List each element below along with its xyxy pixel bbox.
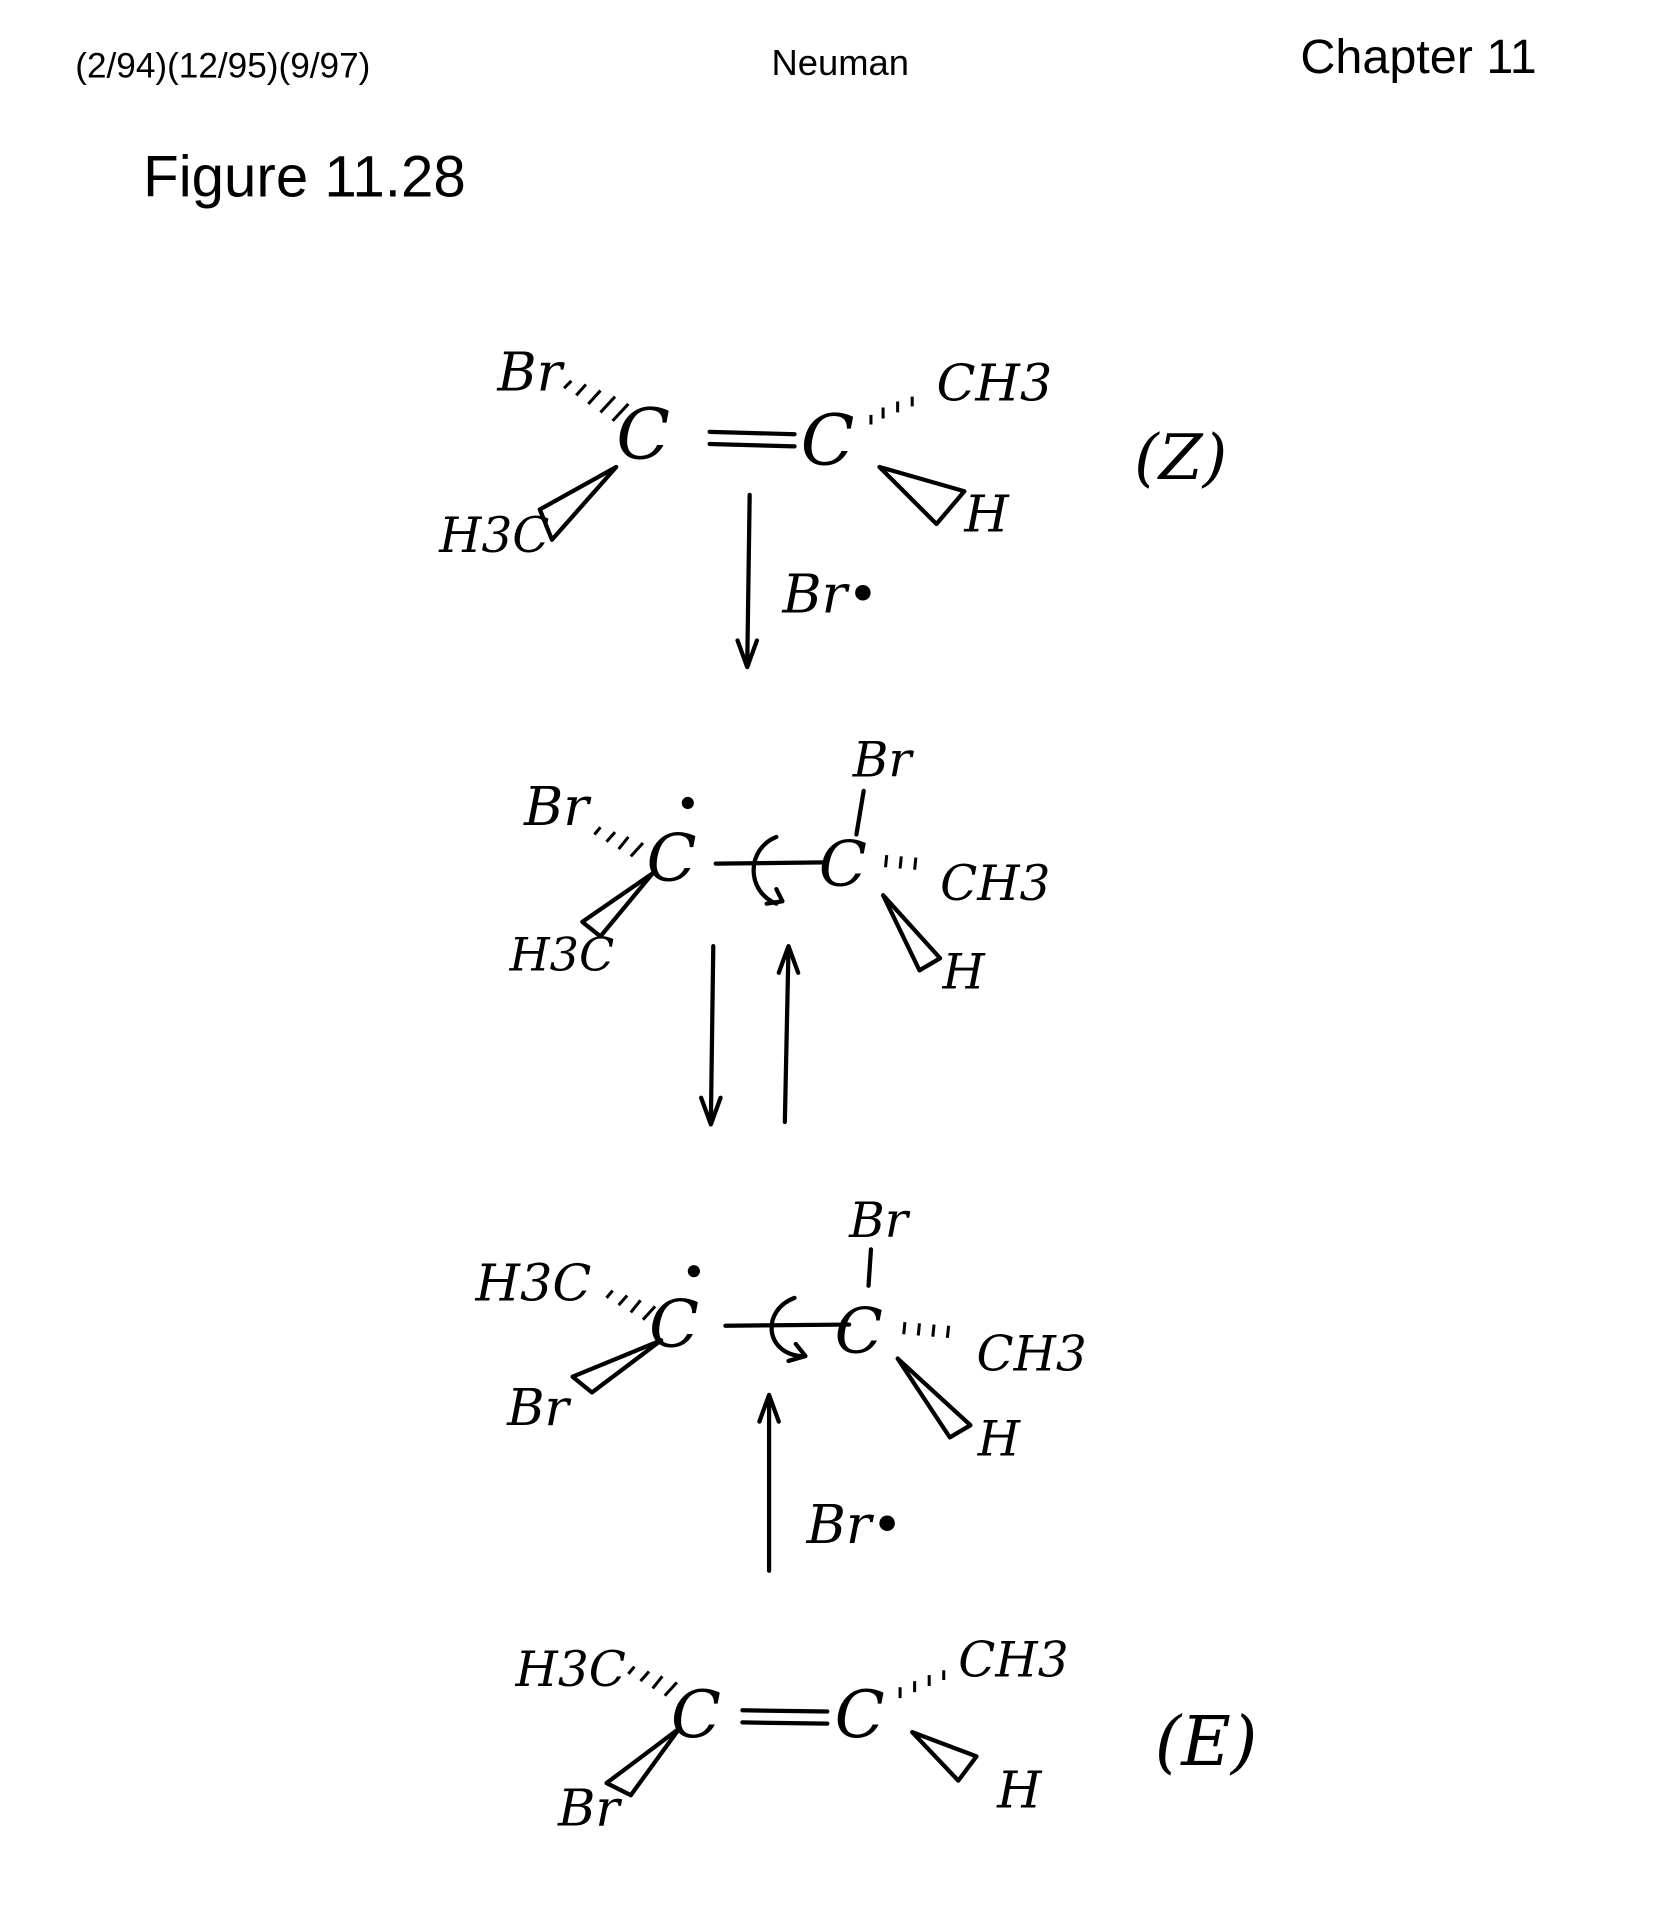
revision-dates: (2/94)(12/95)(9/97)	[75, 47, 370, 86]
atom-label: H3C	[515, 1642, 626, 1698]
reagent-label: Br•	[806, 1493, 903, 1556]
single-bond	[723, 1322, 852, 1328]
atom-label: H	[942, 945, 987, 1001]
equilibrium-arrow-up	[776, 943, 801, 1125]
hashed-bond	[902, 1321, 951, 1339]
atom-label: CH3	[940, 856, 1050, 912]
wedge-bond	[895, 1356, 973, 1440]
atom-label: C	[801, 400, 855, 482]
wedge-bond	[910, 1729, 979, 1783]
atom-label: CH3	[936, 354, 1052, 413]
e-alkene-structure: H3C C Br C CH3 H (E)	[515, 1632, 1258, 1838]
figure-title: Figure 11.28	[143, 145, 466, 210]
atom-label: H3C	[438, 508, 549, 564]
atom-label: C	[835, 1293, 883, 1367]
radical-structure-2: Br H3C C Br C CH3 H	[475, 1193, 1087, 1467]
atom-label: Br	[848, 1193, 911, 1249]
wedge-bond	[880, 893, 943, 973]
atom-label: H	[963, 485, 1010, 544]
atom-label: C	[647, 821, 697, 897]
reaction-arrow-down	[735, 492, 760, 670]
rotation-arrow-icon	[751, 834, 785, 906]
hashed-bond	[593, 826, 645, 858]
atom-label: C	[835, 1677, 885, 1753]
wedge-bond	[604, 1726, 682, 1798]
single-bond	[854, 788, 866, 837]
atom-label: C	[616, 394, 670, 476]
hashed-bond	[869, 396, 914, 425]
author-name: Neuman	[771, 42, 909, 83]
atom-label: H	[977, 1412, 1022, 1468]
atom-label: Br	[506, 1379, 571, 1438]
atom-label: C	[819, 826, 867, 900]
atom-label: CH3	[976, 1327, 1086, 1383]
radical-dot	[687, 1265, 700, 1278]
double-bond	[707, 429, 797, 449]
equilibrium-arrow-down	[699, 943, 723, 1127]
rotation-arrow-icon	[769, 1295, 808, 1364]
wedge-bond	[877, 464, 967, 527]
atom-label: H3C	[508, 927, 614, 981]
atom-label: Br	[852, 732, 915, 788]
chapter-label: Chapter 11	[1300, 30, 1536, 84]
single-bond	[866, 1247, 874, 1288]
reaction-arrow-up	[757, 1392, 781, 1573]
atom-label: C	[649, 1286, 699, 1362]
reagent-label: Br•	[781, 563, 878, 626]
hashed-bond	[898, 1670, 946, 1699]
double-bond	[740, 1708, 830, 1726]
atom-label: CH3	[958, 1632, 1068, 1688]
wedge-bond	[570, 1338, 664, 1395]
atom-label: H3C	[475, 1254, 592, 1313]
radical-dot	[681, 796, 694, 810]
z-alkene-structure: Br C H3C C CH3 H (Z)	[438, 341, 1227, 564]
atom-label: Br	[557, 1780, 622, 1839]
wedge-bond	[580, 871, 655, 939]
wedge-bond	[537, 464, 619, 542]
radical-structure-1: Br Br C H3C C CH3 H	[508, 732, 1050, 1000]
isomer-label: (E)	[1155, 1703, 1258, 1782]
hashed-bond	[884, 854, 918, 870]
atom-label: H	[996, 1761, 1043, 1820]
hashed-bond	[627, 1665, 679, 1697]
atom-label: Br	[523, 775, 592, 838]
single-bond	[713, 860, 827, 866]
hashed-bond	[563, 379, 630, 422]
atom-label: C	[671, 1677, 721, 1753]
isomer-label: (Z)	[1134, 420, 1227, 494]
atom-label: Br	[496, 341, 565, 404]
hashed-bond	[605, 1289, 657, 1321]
